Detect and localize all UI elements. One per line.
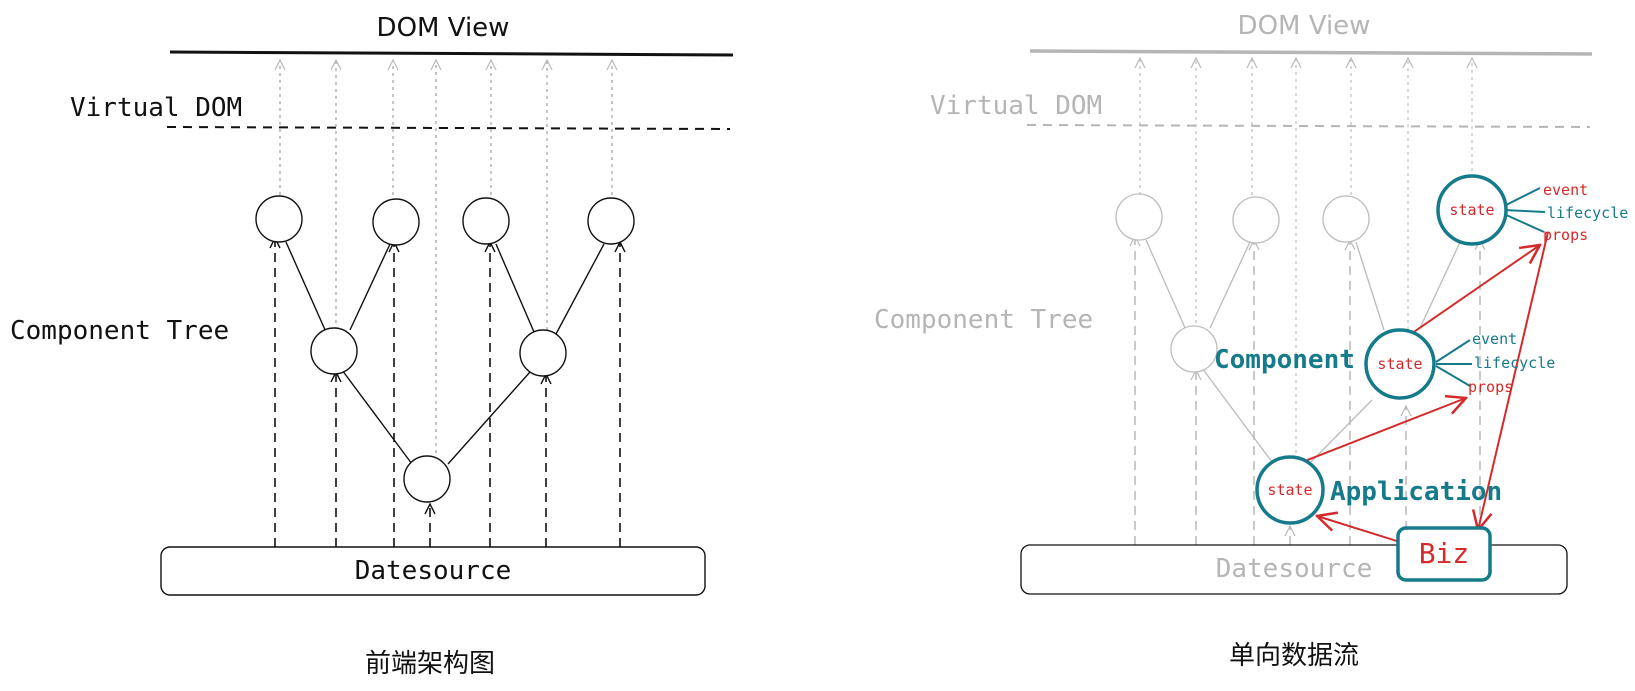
component-to-top-arrow	[1391, 245, 1540, 348]
tree-node	[1232, 196, 1280, 244]
dom-view-title: DOM View	[1238, 11, 1371, 41]
component-tree-label: Component Tree	[10, 316, 229, 346]
component-state-node	[1364, 328, 1436, 400]
biz-to-app-arrow	[1317, 516, 1401, 543]
props-to-biz-arrow	[1478, 231, 1549, 530]
tree-node	[519, 329, 567, 377]
biz-label: Biz	[1419, 537, 1470, 570]
tree-edges	[1145, 237, 1463, 466]
tree-node	[462, 197, 510, 245]
virtual-dom-label: Virtual DOM	[930, 91, 1102, 121]
teal-connectors	[1435, 187, 1546, 387]
top-props-label: props	[1543, 226, 1588, 244]
right-caption: 单向数据流	[1229, 641, 1359, 671]
datasource-label: Datesource	[1216, 554, 1373, 584]
tree-edges	[285, 241, 605, 465]
render-arrows	[280, 60, 612, 460]
datasource-box	[160, 546, 706, 596]
state-nodes	[1255, 174, 1508, 525]
component-nodes	[255, 195, 635, 503]
tree-node	[403, 455, 451, 503]
component-lifecycle-label: lifecycle	[1474, 354, 1555, 372]
faded-nodes	[1115, 193, 1370, 373]
datasource-label: Datesource	[355, 556, 512, 586]
dom-view-line	[1029, 49, 1593, 56]
tree-node	[255, 195, 303, 243]
virtual-dom-line	[166, 126, 731, 130]
tree-node	[372, 198, 420, 246]
component-label: Component	[1214, 345, 1355, 375]
application-state-node	[1255, 455, 1325, 525]
application-label: Application	[1330, 477, 1502, 507]
component-tree-label: Component Tree	[874, 305, 1093, 335]
render-arrows	[1140, 58, 1472, 460]
component-props-label: props	[1468, 378, 1513, 396]
tree-node	[587, 197, 635, 245]
component-state-label: state	[1377, 355, 1422, 373]
left-diagram: DOM View Virtual DOM Component Tree Date…	[10, 13, 734, 679]
left-caption: 前端架构图	[365, 649, 495, 679]
tree-node	[310, 327, 358, 375]
component-event-label: event	[1472, 330, 1517, 348]
virtual-dom-line	[1026, 124, 1591, 128]
data-arrows	[1135, 236, 1480, 545]
biz-box	[1396, 526, 1492, 582]
tree-node	[1170, 325, 1218, 373]
data-arrows	[275, 238, 620, 547]
right-diagram: DOM View Virtual DOM Component Tree Date…	[874, 11, 1628, 671]
tree-node	[1322, 195, 1370, 243]
tree-node	[1115, 193, 1163, 241]
top-event-label: event	[1543, 181, 1588, 199]
virtual-dom-label: Virtual DOM	[70, 93, 242, 123]
top-lifecycle-label: lifecycle	[1547, 204, 1628, 222]
dom-view-title: DOM View	[377, 13, 510, 43]
top-state-label: state	[1449, 201, 1494, 219]
dom-view-line	[169, 50, 734, 57]
top-state-node	[1436, 174, 1508, 246]
application-state-label: state	[1267, 481, 1312, 499]
